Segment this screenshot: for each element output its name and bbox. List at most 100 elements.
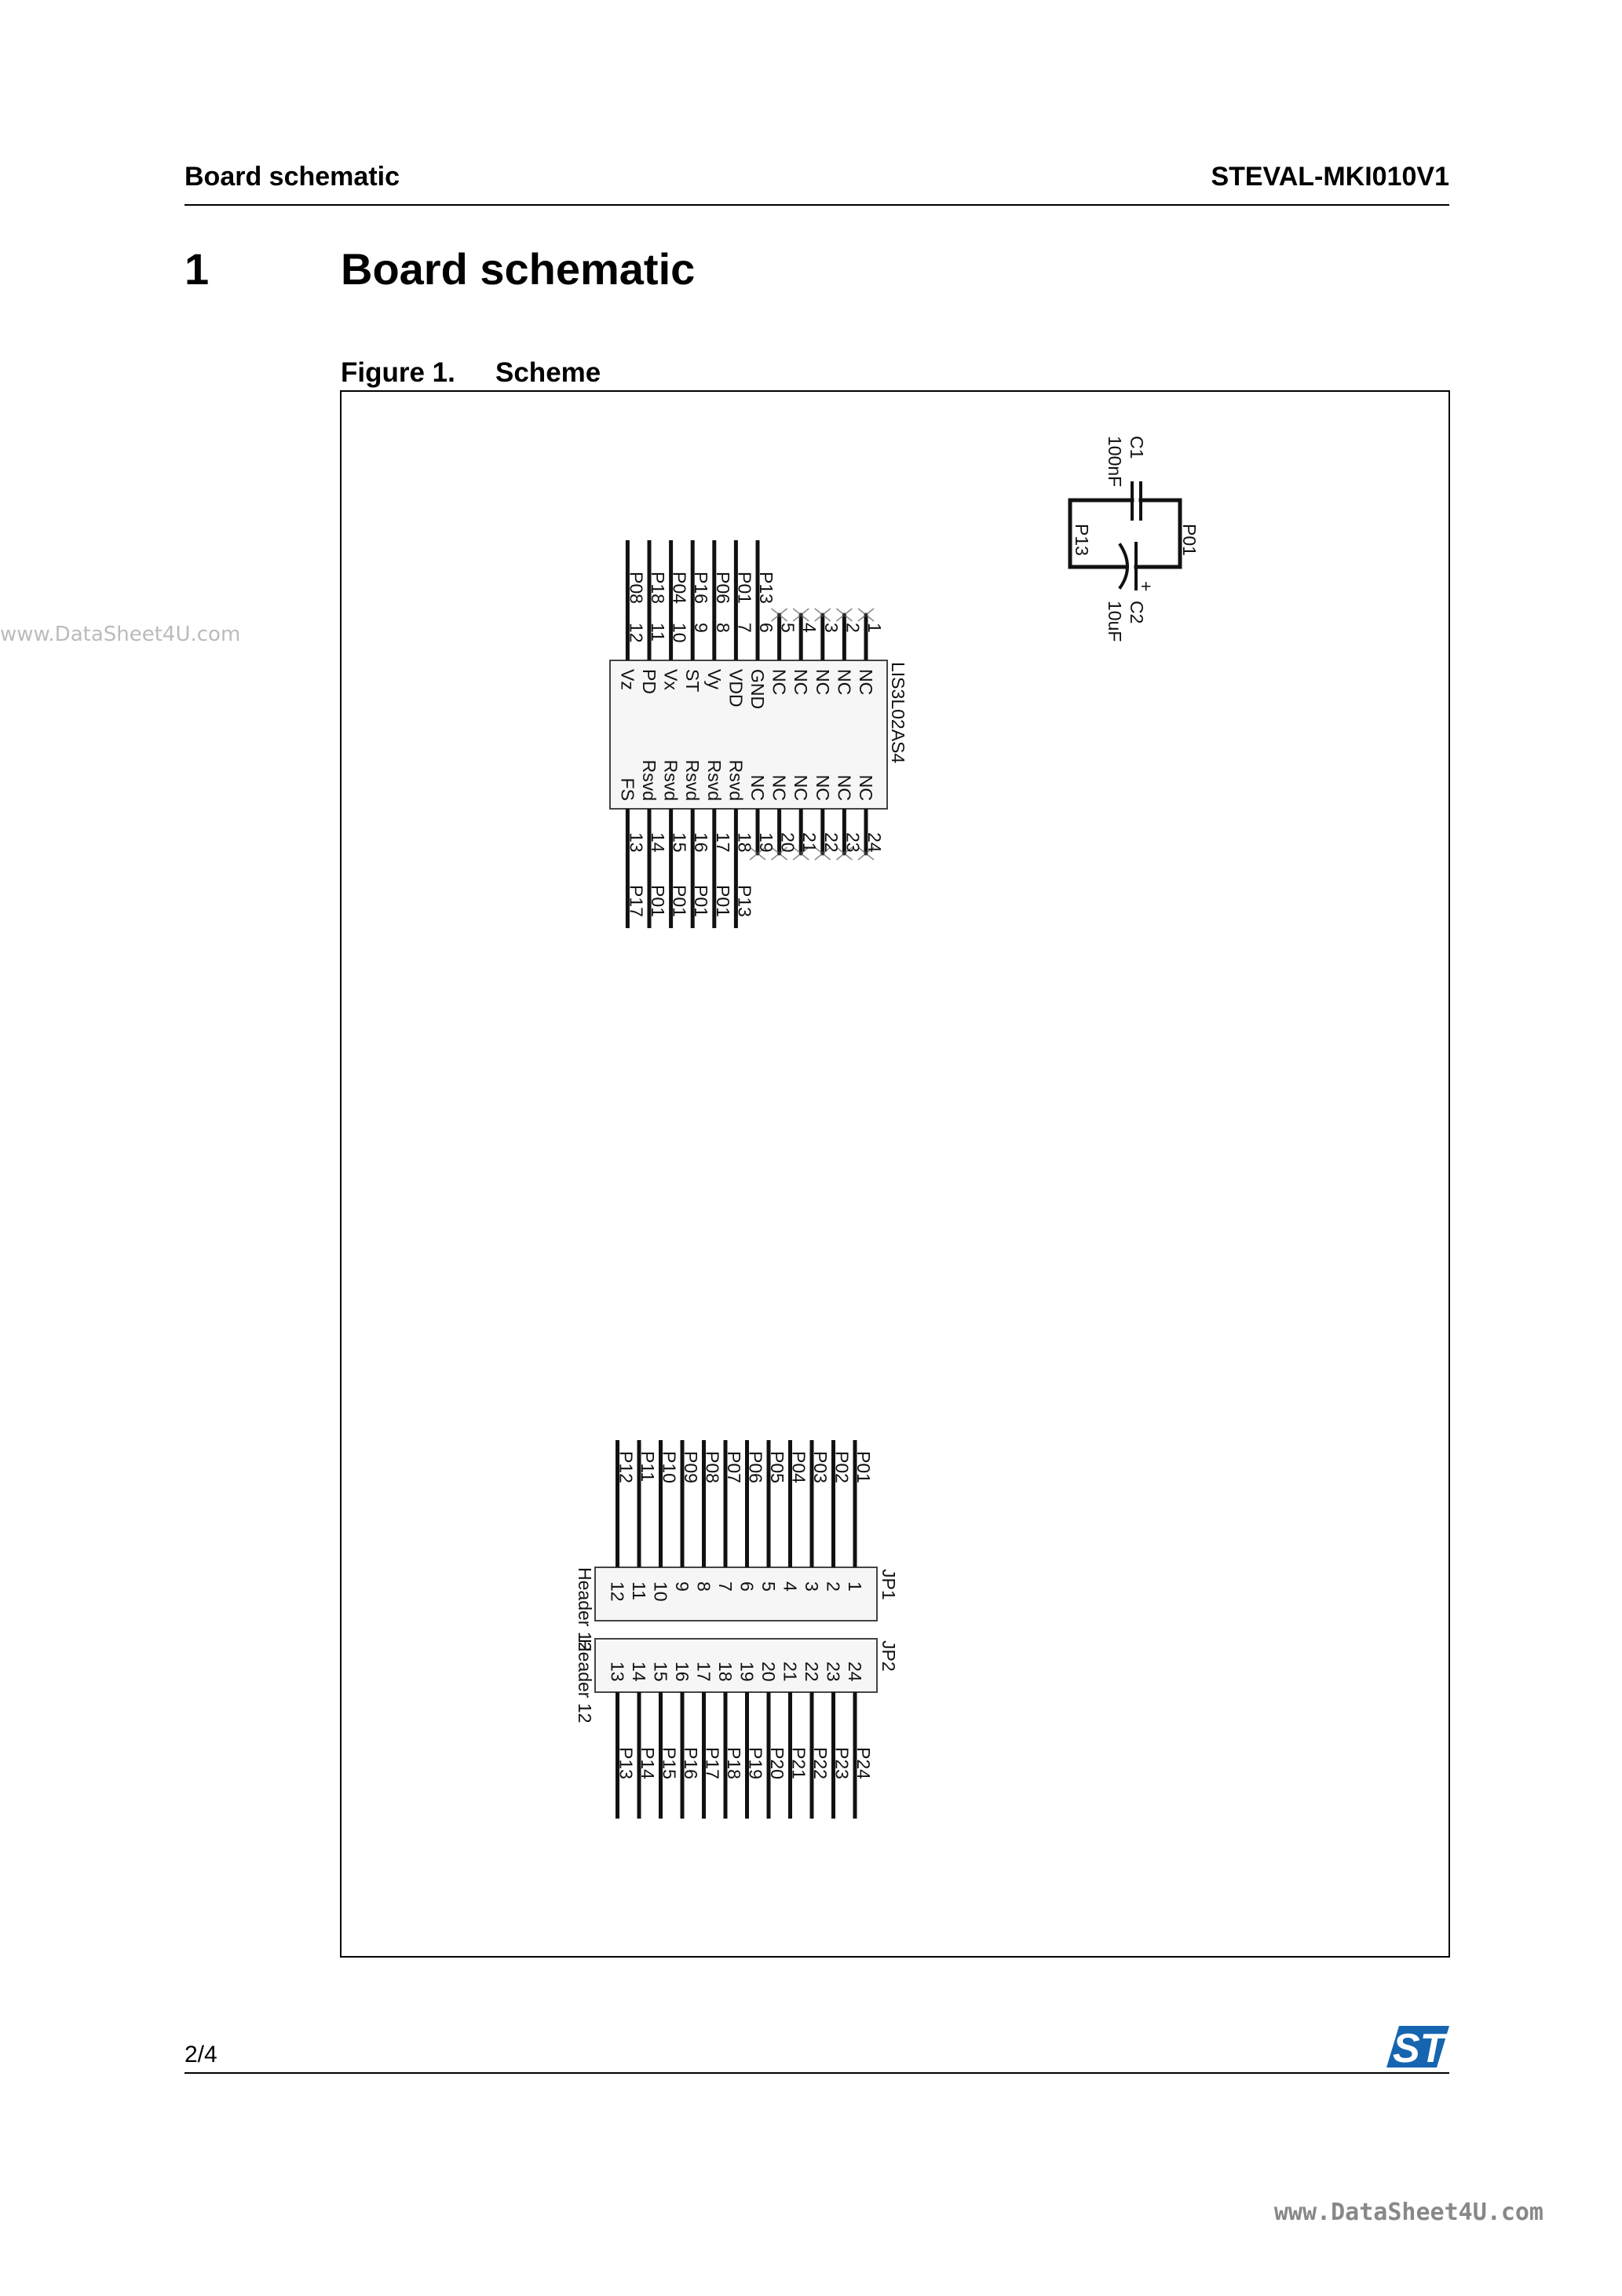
chip-pin-net: P13 (756, 572, 776, 604)
jp2-body (594, 1638, 878, 1693)
chip-pin-name: NC (856, 669, 876, 695)
jp2-pin-net: P13 (616, 1747, 637, 1779)
jp2-pin-number: 23 (824, 1662, 844, 1682)
chip-pin-net: P08 (626, 572, 646, 604)
chip-pin-net: P01 (670, 885, 690, 917)
jp1-pin-net: P03 (810, 1451, 831, 1483)
jp1-type: Header 12 (575, 1567, 595, 1651)
chip-pin-name: Vx (661, 669, 681, 690)
chip-pin-name: VDD (725, 669, 746, 707)
jp1-pin-number: 3 (802, 1581, 822, 1592)
chip-pin-net: P18 (648, 572, 668, 604)
no-connect-dot (842, 612, 846, 617)
chip-pin-name: Rsvd (682, 760, 703, 801)
jp2-pin-net: P19 (746, 1747, 766, 1779)
no-connect-dot (820, 612, 825, 617)
page-number: 2/4 (184, 2042, 217, 2067)
jp2-ref: JP2 (879, 1640, 899, 1672)
jp1-pin-number: 11 (629, 1581, 649, 1600)
c1-ref: C1 (1127, 436, 1147, 459)
st-logo: ST (1386, 2026, 1449, 2071)
jp1-pin-net: P10 (659, 1451, 680, 1483)
jp1-ref: JP1 (879, 1569, 899, 1600)
jp1-pin-net: P09 (681, 1451, 701, 1483)
jp1-pin-net: P02 (832, 1451, 853, 1483)
chip-pin-number: 15 (670, 832, 690, 853)
chip-pin-number: 13 (626, 832, 646, 853)
jp1-pin-net: P01 (853, 1451, 874, 1483)
no-connect-dot (798, 851, 803, 856)
capacitor-group (1068, 481, 1182, 590)
chip-pin-name: NC (834, 669, 854, 695)
chip-pin-name: ST (682, 669, 703, 692)
jp2-pin-number: 13 (608, 1662, 628, 1682)
chip-pin-net: P13 (734, 885, 754, 917)
chip-pin-number: 11 (648, 623, 668, 642)
jp1-body (594, 1567, 878, 1621)
chip-pin-number: 3 (821, 623, 842, 633)
chip-pin-name: FS (617, 778, 637, 801)
jp2-pin-number: 15 (651, 1662, 671, 1682)
jp2-pin-net: P20 (767, 1747, 787, 1779)
chip-pin-number: 2 (842, 623, 863, 633)
jp2-pin-number: 18 (715, 1662, 736, 1682)
jp2-pin-net: P17 (703, 1747, 723, 1779)
chip-pin-name: NC (791, 775, 811, 801)
chip-pin-number: 4 (799, 623, 820, 633)
chip-pin-name: Vz (617, 669, 637, 690)
jp1-pin-net: P07 (724, 1451, 744, 1483)
chip-pin-number: 1 (864, 623, 885, 633)
chip-pin-name: NC (834, 775, 854, 801)
section-title: Board schematic (341, 244, 695, 294)
c2-ref: C2 (1127, 601, 1147, 623)
no-connect-dot (842, 851, 846, 856)
chip-pin-name: GND (747, 669, 768, 709)
chip-pin-net: P04 (670, 572, 690, 604)
chip-pin-number: 12 (626, 623, 646, 643)
chip-pin-net: P01 (691, 885, 711, 917)
jp2-pin-number: 21 (780, 1662, 801, 1682)
jp1-pin-number: 8 (694, 1581, 714, 1592)
jp1-pin-number: 9 (672, 1581, 692, 1592)
figure-frame (340, 390, 1450, 1958)
jp1-pin-net: P05 (767, 1451, 787, 1483)
chip-pin-net: P16 (691, 572, 711, 604)
jp1-pin-number: 6 (737, 1581, 758, 1592)
jp1-pin-net: P04 (789, 1451, 809, 1483)
jp1-pin-number: 5 (758, 1581, 779, 1592)
jp1-pin-net: P08 (703, 1451, 723, 1483)
cap-net-left: P13 (1072, 524, 1092, 556)
jp2-pin-number: 16 (672, 1662, 692, 1682)
section-number: 1 (184, 244, 209, 294)
chip-pin-name: NC (813, 669, 833, 695)
jp1-pin-net: P06 (746, 1451, 766, 1483)
jp1-pin-number: 10 (651, 1581, 671, 1602)
chip-pin-number: 17 (713, 832, 733, 853)
chip-name: LIS3L02AS4 (888, 662, 908, 763)
c1-value: 100nF (1105, 436, 1125, 487)
jp1-pin-net: P12 (616, 1451, 637, 1483)
chip-pin-net: P06 (713, 572, 733, 604)
wire-p01 (1134, 498, 1182, 569)
chip-body (609, 660, 888, 810)
chip-pin-net: P01 (648, 885, 668, 917)
jp1-pin-number: 7 (715, 1581, 736, 1592)
chip-pin-number: 21 (799, 832, 820, 853)
chip-pin-number: 6 (756, 623, 776, 633)
chip-pin-net: P01 (734, 572, 754, 604)
no-connect-dot (864, 612, 868, 617)
jp2-pin-number: 17 (694, 1662, 714, 1682)
c2-value: 10uF (1105, 601, 1125, 642)
chip-pin-number: 16 (691, 832, 711, 853)
chip-pin-name: Rsvd (661, 760, 681, 801)
jp2-pin-number: 22 (802, 1662, 822, 1682)
chip-pin-number: 18 (734, 832, 754, 853)
jp1-pin-number: 1 (845, 1581, 865, 1592)
jp2-pin-net: P23 (832, 1747, 853, 1779)
jp2-pin-net: P15 (659, 1747, 680, 1779)
jp1-pin-number: 12 (608, 1581, 628, 1602)
running-header-right: STEVAL-MKI010V1 (1211, 162, 1449, 192)
chip-pin-name: NC (769, 775, 790, 801)
jp2-pin-net: P21 (789, 1747, 809, 1779)
chip-pin-name: Rsvd (704, 760, 725, 801)
